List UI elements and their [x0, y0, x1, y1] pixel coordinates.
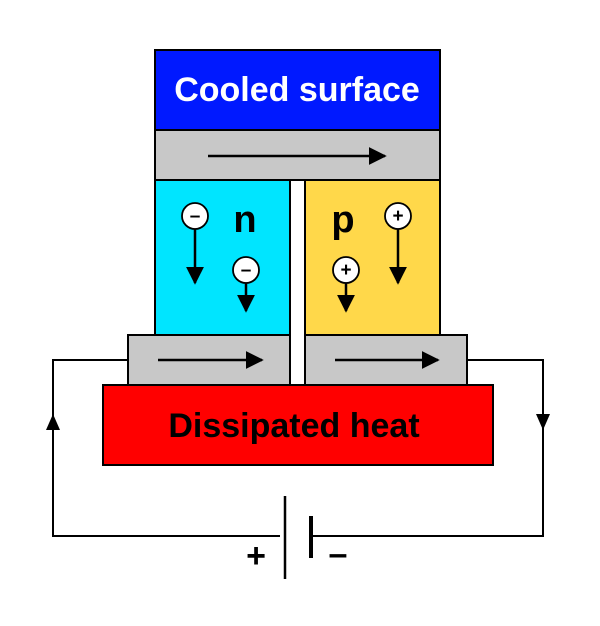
cooled-surface-block [154, 49, 441, 131]
right-wire-down-arrow-icon [536, 414, 550, 430]
electron-carrier-2: – [232, 256, 260, 313]
hole-carrier-2: + [332, 256, 360, 313]
electron-carrier-1: – [181, 202, 209, 285]
n-type-label: n [233, 199, 256, 241]
hole-sign-1: + [392, 206, 403, 227]
dissipated-heat-label: Dissipated heat [168, 407, 419, 445]
left-wire-up-arrow-icon [46, 414, 60, 430]
hole-sign-2: + [340, 260, 351, 281]
p-type-label: p [331, 199, 354, 241]
electron-sign-1: – [190, 206, 201, 227]
hole-carrier-1: + [384, 202, 412, 285]
negative-terminal-label: – [329, 535, 348, 573]
n-type-block [154, 179, 291, 336]
positive-terminal-label: + [246, 537, 266, 575]
p-type-block [304, 179, 441, 336]
circuit-wire-right [311, 359, 544, 537]
electron-sign-2: – [241, 260, 252, 281]
cooled-surface-label: Cooled surface [174, 71, 420, 109]
dissipated-heat-block [102, 384, 494, 466]
circuit-wire-left [52, 359, 280, 537]
